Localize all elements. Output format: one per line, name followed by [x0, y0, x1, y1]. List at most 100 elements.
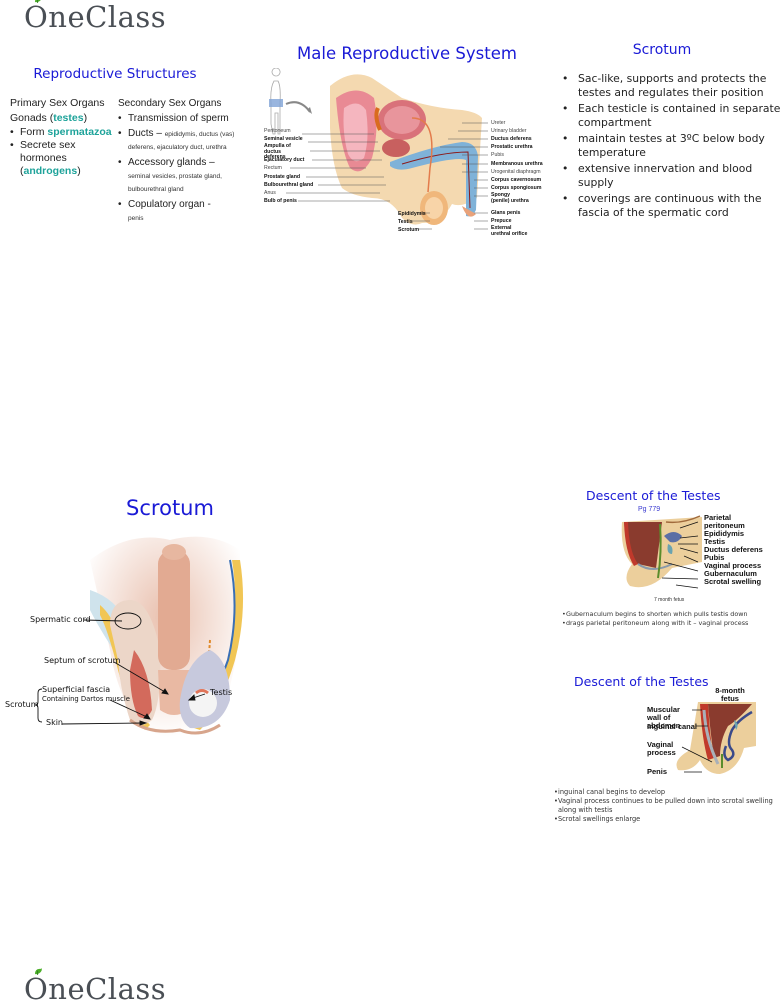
label-superficial-fascia: Superficial fascia	[42, 685, 111, 694]
primary-organs-column: Primary Sex Organs Gonads (testes) Form …	[10, 97, 120, 178]
slide-male-reproductive-system: Male Reproductive System	[262, 40, 552, 240]
bullet-term: spermatazoa	[47, 126, 112, 138]
scrotum-anatomy-diagram	[90, 536, 244, 738]
label-dartos-muscle: Containing Dartos muscle	[42, 695, 130, 703]
list-item: Gubernaculum begins to shorten which pul…	[562, 610, 782, 619]
label-spongy-urethra: Spongy (penile) urethra	[491, 192, 529, 204]
label-scrotal-swelling: Scrotal swelling	[704, 577, 762, 586]
label-prepuce: Prepuce	[491, 218, 512, 224]
slide-title: Reproductive Structures	[33, 66, 197, 82]
bullet-text: Form	[20, 126, 48, 138]
gonads-suffix: )	[83, 112, 88, 124]
oneclass-logo-top[interactable]: OneClass	[24, 0, 166, 34]
label-prostatic-urethra: Prostatic urethra	[491, 144, 533, 150]
slide-title: Descent of the Testes	[586, 488, 721, 503]
label-testis: Testis	[210, 688, 233, 697]
primary-bullets: Form spermatazoa Secrete sex hormones (a…	[10, 126, 120, 178]
label-external-urethral-orifice: External urethral orifice	[491, 225, 528, 237]
label-rectum: Rectum	[264, 165, 282, 171]
secondary-bullets: Transmission of sperm Ducts – epididymis…	[118, 112, 238, 224]
descent-labels: Parietal peritoneum Epididymis Testis Du…	[704, 514, 774, 586]
bullet-detail: seminal vesicles, prostate gland, bulbou…	[128, 173, 222, 193]
fetus-7-month-diagram	[621, 515, 702, 588]
label-ejaculatory-duct: Ejaculatory duct	[264, 157, 305, 163]
slide-title: Male Reproductive System	[297, 44, 517, 63]
label-ductus-deferens: Ductus deferens	[491, 136, 532, 142]
gonads-term: testes	[53, 112, 84, 124]
label-vaginal-process: Vaginal process	[704, 561, 762, 570]
list-item: drags parietal peritoneum along with it …	[562, 619, 782, 628]
brand-name: OneClass	[24, 972, 167, 1006]
list-item: inguinal canal begins to develop	[554, 788, 782, 797]
label-muscular-wall: Muscular wall of abdomen	[647, 705, 681, 730]
label-spermatic-cord: Spermatic cord	[30, 615, 91, 624]
bullet-text: Transmission of sperm	[128, 113, 229, 124]
label-scrotum: Scrotum	[5, 700, 39, 709]
slide-scrotum-bullets: Scrotum Sac-like, supports and protects …	[552, 30, 784, 219]
label-membranous-urethra: Membranous urethra	[491, 161, 543, 167]
label-pointers	[661, 521, 699, 589]
secondary-heading: Secondary Sex Organs	[118, 98, 222, 109]
list-item: Ducts – epididymis, ductus (vas) deferen…	[118, 127, 238, 153]
label-corpus-cavernosum: Corpus cavernosum	[491, 177, 542, 183]
leaf-icon	[35, 0, 41, 3]
label-urogenital-diaphragm: Urogenital diaphragm	[491, 169, 541, 175]
gonads-prefix: Gonads (	[10, 112, 54, 124]
slide-title: Descent of the Testes	[574, 674, 709, 689]
label-vaginal-process: Vaginal process	[647, 740, 676, 757]
secondary-organs-column: Secondary Sex Organs Transmission of spe…	[118, 97, 238, 224]
leaf-icon	[35, 968, 42, 975]
label-pointers	[34, 619, 206, 726]
descent-bullets: inguinal canal begins to develop Vaginal…	[554, 788, 782, 824]
label-pubis: Pubis	[491, 152, 504, 158]
list-item: Accessory glands – seminal vesicles, pros…	[118, 156, 238, 195]
label-ampulla: Ampulla of ductus deferens	[264, 143, 291, 160]
label-penis: Penis	[647, 767, 668, 776]
bullet-text: Secrete sex hormones (	[20, 139, 76, 177]
slide-descent-testes-8-month: Descent of the Testes 8-month fetus Musc…	[552, 662, 784, 842]
list-item: Copulatory organ -penis	[118, 198, 238, 224]
list-item: Transmission of sperm	[118, 112, 238, 125]
slide-descent-testes-7-month: Descent of the Testes Pg 779 Parietal pe…	[552, 482, 784, 642]
bullet-text: Ducts –	[128, 128, 165, 139]
slide-title: Scrotum	[126, 496, 214, 520]
brand-name: OneClass	[24, 0, 167, 34]
list-item: coverings are continuous with the fascia…	[560, 192, 782, 219]
primary-heading: Primary Sex Organs	[10, 97, 105, 109]
label-gubernaculum: Gubernaculum	[704, 569, 757, 578]
bullet-suffix: )	[77, 165, 81, 177]
fetus-age-label: 8-month fetus	[715, 686, 745, 703]
label-peritoneum: Peritoneum	[264, 128, 291, 134]
label-scrotum: Scrotum	[398, 227, 420, 233]
bullet-detail: epididymis, ductus (vas) deferens, ejacu…	[128, 131, 235, 151]
label-bulbourethral-gland: Bulbourethral gland	[264, 182, 314, 188]
label-skin: Skin	[46, 718, 64, 727]
label-corpus-spongiosum: Corpus spongiosum	[491, 185, 542, 191]
bullet-text: Copulatory organ -	[128, 199, 211, 210]
label-seminal-vesicle: Seminal vesicle	[264, 136, 303, 142]
label-pointers	[681, 709, 713, 773]
bullet-text: Accessory glands –	[128, 157, 215, 168]
list-item: Each testicle is contained in separate c…	[560, 102, 782, 129]
label-prostate-gland: Prostate gland	[264, 174, 301, 180]
slide-scrotum-illustration: Scrotum Spermatic cord Septum of	[0, 490, 262, 760]
label-anus: Anus	[264, 190, 276, 196]
oneclass-logo-bottom[interactable]: OneClass	[24, 968, 167, 1006]
slide-reproductive-structures: Reproductive Structures Primary Sex Orga…	[0, 60, 260, 222]
scrotum-bullets: Sac-like, supports and protects the test…	[560, 72, 782, 222]
list-item: maintain testes at 3ºC below body temper…	[560, 132, 782, 159]
label-pubis: Pubis	[704, 553, 725, 562]
label-ductus-deferens: Ductus deferens	[704, 545, 763, 554]
label-bulb-of-penis: Bulb of penis	[264, 198, 297, 204]
label-inguinal-canal: Inguinal canal	[647, 722, 698, 731]
fetus-8-month-diagram	[676, 702, 756, 774]
label-parietal-peritoneum: Parietal peritoneum	[704, 513, 745, 530]
list-item: Sac-like, supports and protects the test…	[560, 72, 782, 99]
label-testis: Testis	[398, 219, 413, 225]
label-epididymis: Epididymis	[398, 211, 426, 217]
label-epididymis: Epididymis	[704, 529, 745, 538]
list-item: Secrete sex hormones (androgens)	[10, 139, 120, 178]
list-item: Scrotal swellings enlarge	[554, 815, 782, 824]
slide-title: Scrotum	[632, 42, 692, 58]
page-reference: Pg 779	[638, 506, 661, 513]
